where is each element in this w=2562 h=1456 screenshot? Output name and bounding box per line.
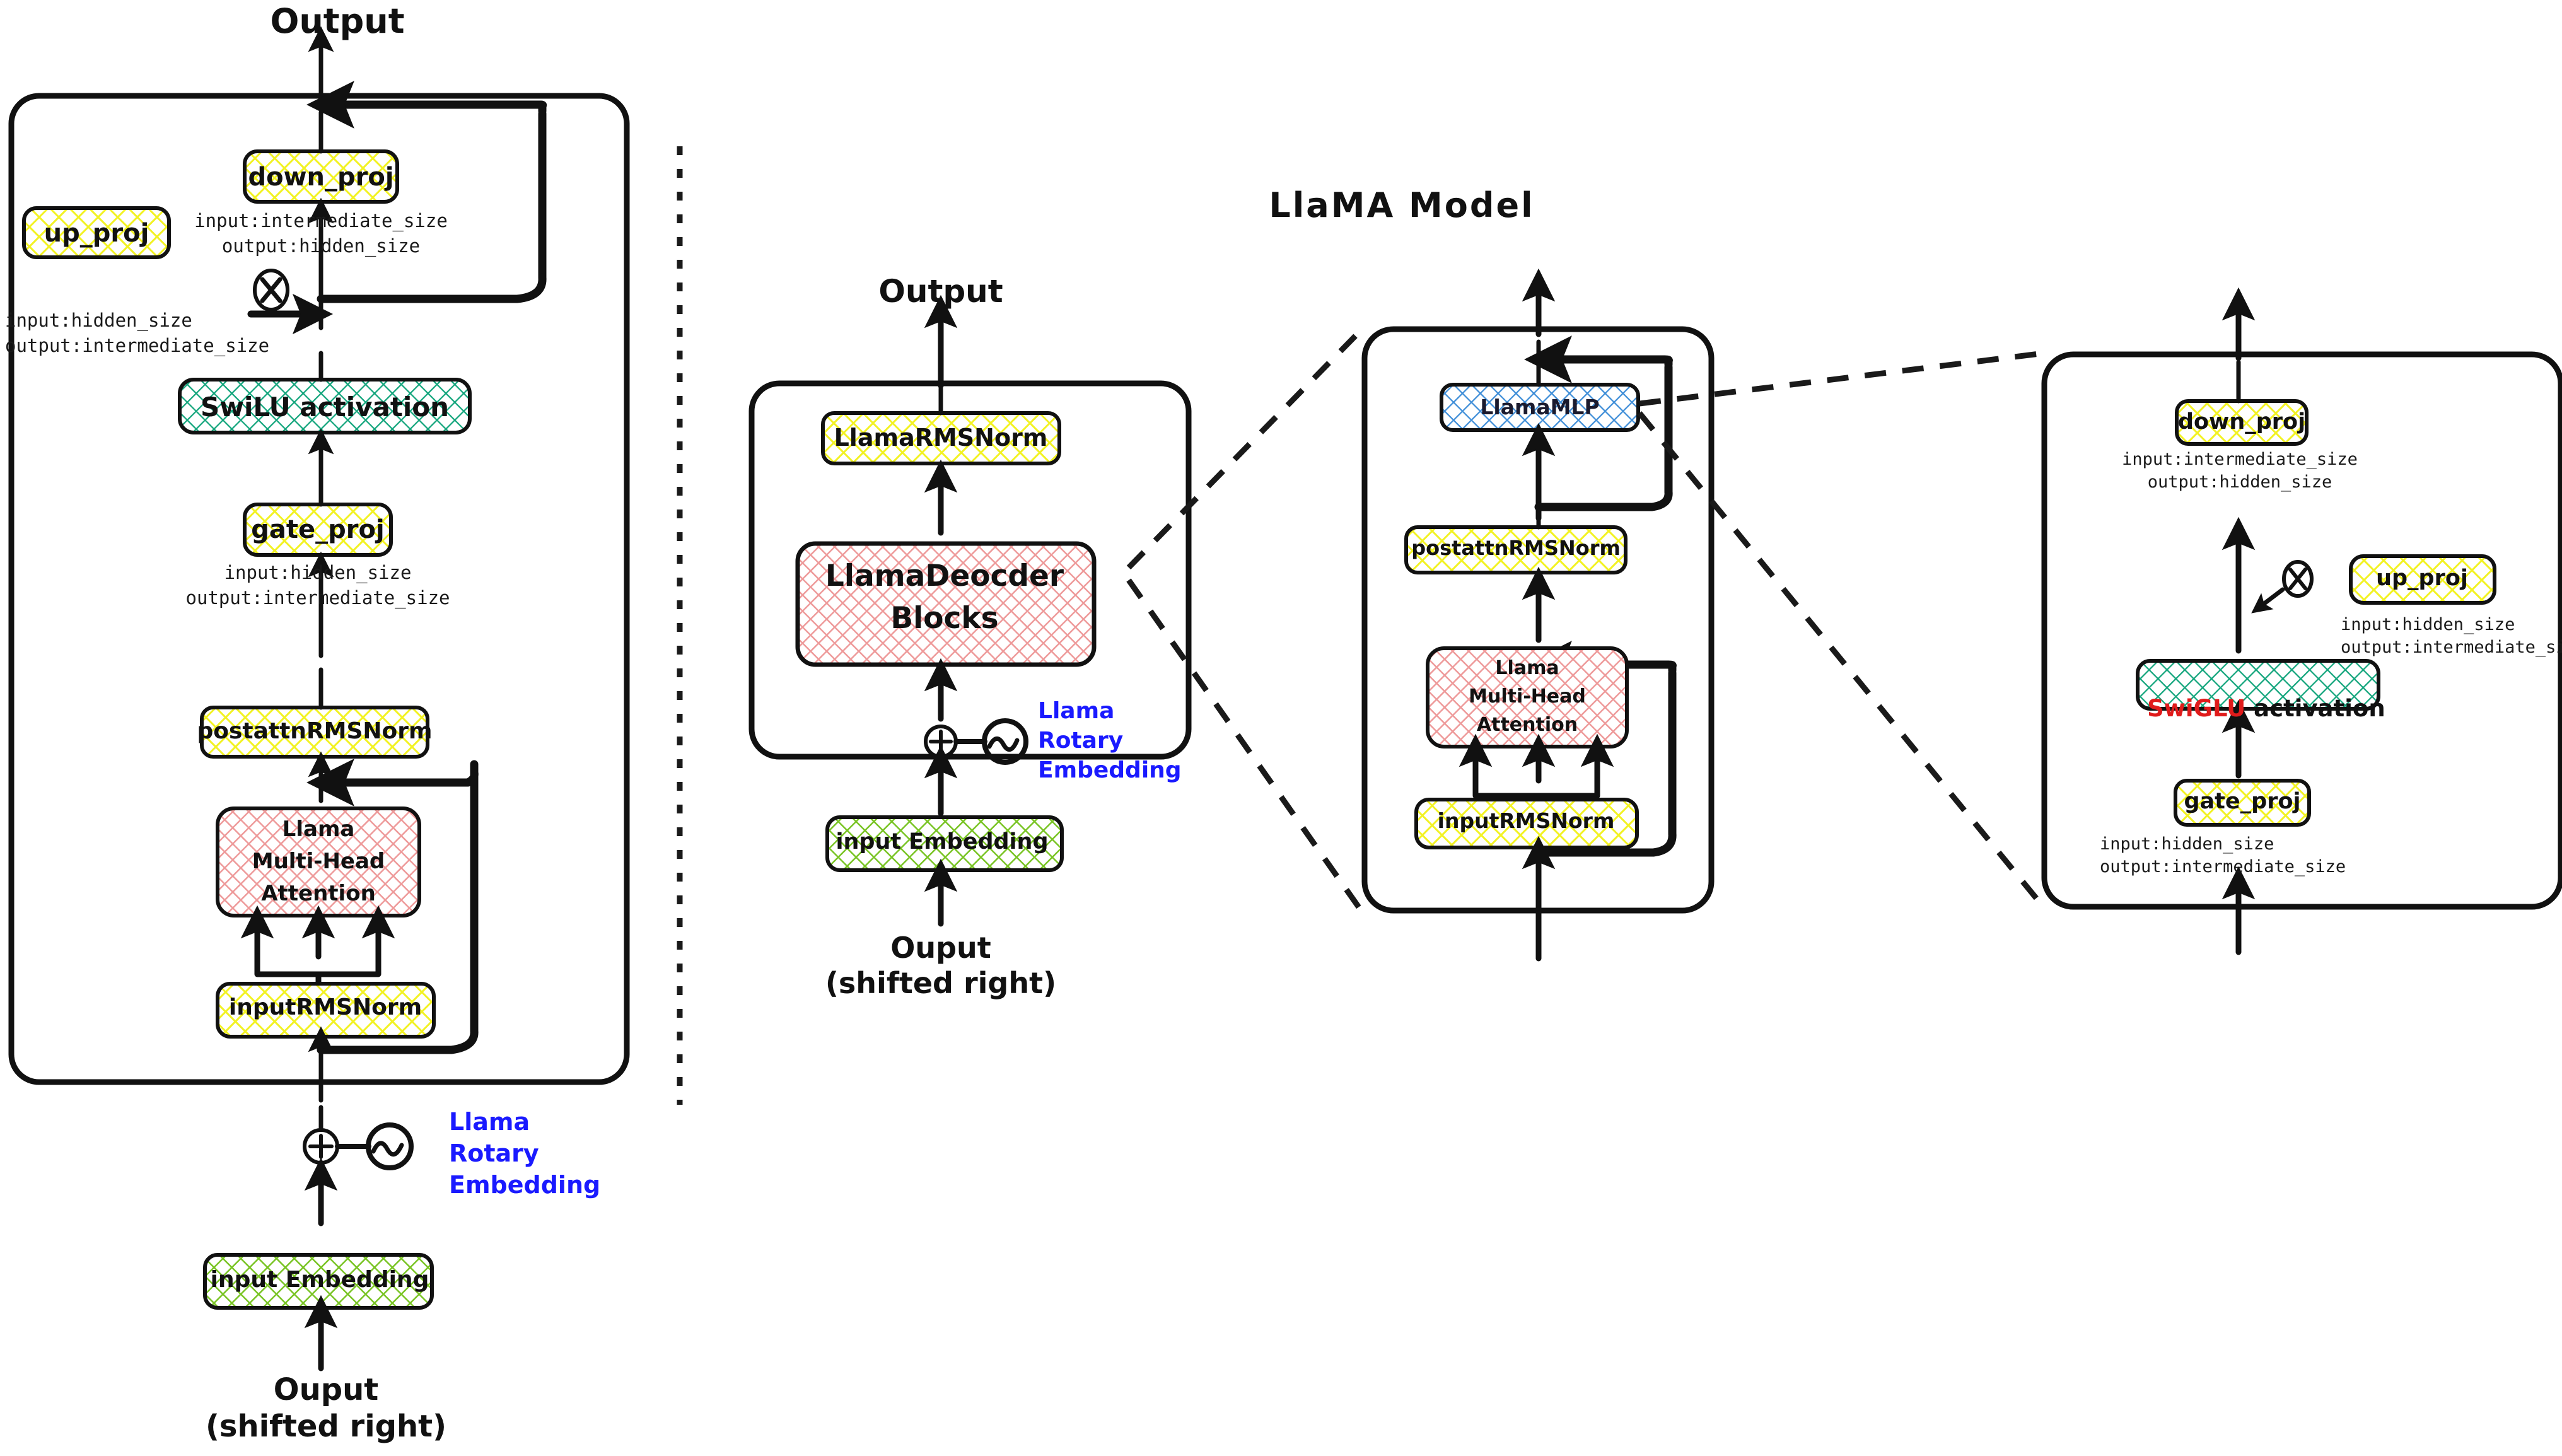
connector-decoder-to-mlp-bottom bbox=[1637, 411, 2047, 910]
decoder-postattn-label: postattnRMSNorm bbox=[1411, 536, 1621, 560]
mlp-up-proj-output: output:intermediate_size bbox=[2341, 638, 2562, 657]
mlp-down-proj-input: input:intermediate_size bbox=[2122, 450, 2358, 469]
left-up-proj-input: input:hidden_size bbox=[5, 310, 192, 331]
panel-decoder-outline bbox=[1361, 326, 1715, 914]
model-rmsnorm-label: LlamaRMSNorm bbox=[834, 424, 1048, 451]
left-attention-line1: Llama bbox=[282, 817, 355, 842]
left-gate-proj-input: input:hidden_size bbox=[224, 562, 412, 583]
left-gate-proj-label: gate_proj bbox=[251, 515, 385, 544]
left-down-proj-output: output:hidden_size bbox=[221, 235, 421, 257]
mlp-down-proj-label: down_proj bbox=[2177, 409, 2306, 434]
model-decoder-line1: LlamaDeocder bbox=[825, 559, 1064, 593]
page-title: LlaMA Model bbox=[1269, 185, 1535, 225]
decoder-attention-line1: Llama bbox=[1495, 657, 1559, 679]
model-ouput-shifted-line2: (shifted right) bbox=[825, 966, 1057, 1000]
mlp-activation-word: activation bbox=[2245, 695, 2385, 723]
left-attention-line3: Attention bbox=[261, 881, 376, 906]
model-ouput-shifted-line1: Ouput bbox=[890, 931, 991, 965]
mlp-swiglu-word: SwiGLU bbox=[2147, 695, 2246, 723]
decoder-mlp-label: LlamaMLP bbox=[1480, 395, 1600, 419]
panel-mlp-outline bbox=[2041, 351, 2562, 910]
mlp-up-proj-input: input:hidden_size bbox=[2341, 615, 2515, 634]
mlp-swiglu-activation-label: SwiGLU activation bbox=[2131, 670, 2385, 722]
model-decoder-line2: Blocks bbox=[890, 601, 999, 636]
connector-decoder-to-mlp-top bbox=[1639, 350, 2045, 407]
left-inputnorm-label: inputRMSNorm bbox=[228, 994, 422, 1020]
left-rotary-line3: Embedding bbox=[449, 1171, 601, 1199]
model-rotary-line1: Llama bbox=[1038, 698, 1115, 724]
mlp-up-proj-label: up_proj bbox=[2376, 566, 2468, 591]
model-rotary-line2: Rotary bbox=[1038, 728, 1124, 754]
left-down-proj-label: down_proj bbox=[248, 163, 394, 192]
left-attention-line2: Multi-Head bbox=[252, 849, 385, 874]
left-rotary-line1: Llama bbox=[449, 1108, 530, 1136]
mlp-gate-proj-label: gate_proj bbox=[2184, 789, 2301, 814]
left-swiglu-label: SwiLU activation bbox=[200, 392, 450, 422]
left-output-label: Output bbox=[270, 1, 405, 41]
model-output-label: Output bbox=[878, 273, 1003, 310]
left-postattn-label: postattnRMSNorm bbox=[197, 718, 433, 744]
connector-model-to-decoder-top bbox=[1126, 327, 1365, 570]
zoom-connectors bbox=[1126, 327, 2047, 914]
left-up-proj-label: up_proj bbox=[44, 219, 149, 248]
connector-model-to-decoder-bottom bbox=[1126, 578, 1365, 914]
mlp-gate-proj-output: output:intermediate_size bbox=[2100, 857, 2346, 877]
left-ouput-shifted-line2: (shifted right) bbox=[205, 1409, 447, 1444]
left-gate-proj-output: output:intermediate_size bbox=[185, 587, 450, 609]
left-down-proj-input: input:intermediate_size bbox=[194, 210, 448, 231]
left-embedding-label: input Embedding bbox=[210, 1267, 429, 1293]
model-embedding-label: input Embedding bbox=[836, 829, 1049, 854]
model-rotary-line3: Embedding bbox=[1038, 757, 1182, 783]
mlp-down-proj-output: output:hidden_size bbox=[2147, 472, 2332, 492]
left-rotary-line2: Rotary bbox=[449, 1139, 539, 1167]
panel-left-mlp-outline bbox=[8, 93, 630, 1085]
left-ouput-shifted-line1: Ouput bbox=[273, 1372, 379, 1407]
panel-model-outline bbox=[748, 380, 1192, 760]
decoder-attention-line3: Attention bbox=[1476, 714, 1578, 736]
decoder-inputnorm-label: inputRMSNorm bbox=[1437, 808, 1615, 833]
left-up-proj-output: output:intermediate_size bbox=[5, 335, 270, 356]
decoder-attention-line2: Multi-Head bbox=[1469, 685, 1586, 708]
mlp-gate-proj-input: input:hidden_size bbox=[2100, 834, 2274, 854]
